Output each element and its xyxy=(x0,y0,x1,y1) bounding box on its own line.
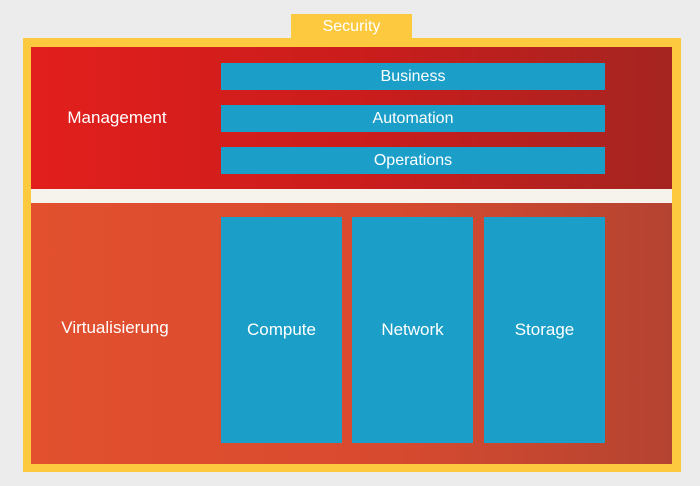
automation-bar: Automation xyxy=(221,105,605,132)
automation-label: Automation xyxy=(372,109,454,127)
compute-label: Compute xyxy=(247,320,316,339)
layer-divider xyxy=(31,189,672,203)
security-tab: Security xyxy=(291,14,412,40)
business-bar: Business xyxy=(221,63,605,90)
storage-block: Storage xyxy=(484,217,605,443)
operations-bar: Operations xyxy=(221,147,605,174)
security-label: Security xyxy=(322,18,381,35)
network-block: Network xyxy=(352,217,473,443)
management-label: Management xyxy=(67,108,167,127)
compute-block: Compute xyxy=(221,217,342,443)
virtualization-label: Virtualisierung xyxy=(61,318,169,337)
business-label: Business xyxy=(380,67,446,85)
network-label: Network xyxy=(381,320,444,339)
storage-label: Storage xyxy=(514,320,575,339)
operations-label: Operations xyxy=(373,151,453,169)
